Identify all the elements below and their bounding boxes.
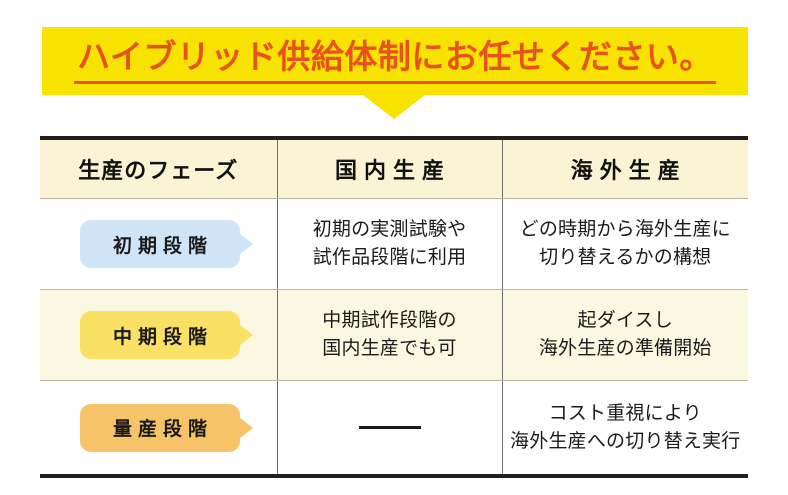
cell-line-1: 起ダイスし <box>577 310 673 332</box>
cell-line-1: コスト重視により <box>548 402 702 424</box>
banner-underline <box>74 80 716 84</box>
table-row: 中期段階 中期試作段階の 国内生産でも可 起ダイスし 海外生産の準備開始 <box>40 289 749 381</box>
domestic-cell-mass <box>276 380 502 478</box>
table-row: 量産段階 コスト重視により 海外生産への切り替え実行 <box>40 380 749 478</box>
header-cell-overseas: 海外生産 <box>501 136 748 199</box>
phase-badge-initial: 初期段階 <box>80 220 240 268</box>
cell-text: 初期の実測試験や 試作品段階に利用 <box>278 216 502 271</box>
header-label-domestic: 国内生産 <box>334 158 451 183</box>
phase-cell-initial: 初期段階 <box>40 198 277 290</box>
phase-cell-middle: 中期段階 <box>40 289 277 381</box>
cell-line-2: 海外生産への切り替え実行 <box>510 430 741 452</box>
overseas-cell-mass: コスト重視により 海外生産への切り替え実行 <box>501 380 749 478</box>
cell-line-2: 切り替えるかの構想 <box>539 247 712 268</box>
phase-badge-middle: 中期段階 <box>80 311 240 359</box>
cell-line-2: 試作品段階に利用 <box>312 247 467 268</box>
overseas-cell-initial: どの時期から海外生産に 切り替えるかの構想 <box>501 198 749 290</box>
header-cell-phase: 生産のフェーズ <box>40 136 277 199</box>
phase-badge-label: 量産段階 <box>112 419 213 440</box>
badge-holder: 中期段階 <box>40 290 277 380</box>
banner-title: ハイブリッド供給体制にお任せください。 <box>77 38 713 76</box>
phase-badge-label: 初期段階 <box>112 235 213 257</box>
phase-cell-mass: 量産段階 <box>40 380 277 478</box>
domestic-cell-initial: 初期の実測試験や 試作品段階に利用 <box>276 198 502 290</box>
cell-line-2: 国内生産でも可 <box>322 338 457 359</box>
banner-body: ハイブリッド供給体制にお任せください。 <box>42 27 748 95</box>
cell-line-1: どの時期から海外生産に <box>519 219 731 241</box>
table-row: 初期段階 初期の実測試験や 試作品段階に利用 どの時期から海外生産に 切り替える… <box>40 198 749 290</box>
header-cell-domestic: 国内生産 <box>276 136 502 199</box>
cell-text: 中期試作段階の 国内生産でも可 <box>278 307 502 362</box>
header-banner: ハイブリッド供給体制にお任せください。 <box>42 27 748 95</box>
cell-line-1: 初期の実測試験や <box>312 219 467 241</box>
header-label-overseas: 海外生産 <box>570 158 687 183</box>
phase-badge-mass: 量産段階 <box>80 403 240 452</box>
header-label-phase: 生産のフェーズ <box>78 158 239 183</box>
cell-line-2: 海外生産の準備開始 <box>538 338 712 359</box>
badge-holder: 量産段階 <box>40 381 277 474</box>
empty-value-dash <box>358 425 421 429</box>
production-phase-table: 生産のフェーズ 国内生産 海外生産 初期段階 初期の実測試験や <box>40 136 748 478</box>
banner-pointer-triangle-icon <box>363 95 425 119</box>
badge-holder: 初期段階 <box>40 199 277 289</box>
cell-text: 起ダイスし 海外生産の準備開始 <box>503 307 749 362</box>
cell-line-1: 中期試作段階の <box>322 310 457 332</box>
overseas-cell-middle: 起ダイスし 海外生産の準備開始 <box>501 289 749 381</box>
cell-text: コスト重視により 海外生産への切り替え実行 <box>503 400 749 455</box>
cell-text: どの時期から海外生産に 切り替えるかの構想 <box>503 216 749 271</box>
phase-badge-label: 中期段階 <box>112 326 213 348</box>
domestic-cell-middle: 中期試作段階の 国内生産でも可 <box>276 289 502 381</box>
table-header-row: 生産のフェーズ 国内生産 海外生産 <box>40 136 748 199</box>
